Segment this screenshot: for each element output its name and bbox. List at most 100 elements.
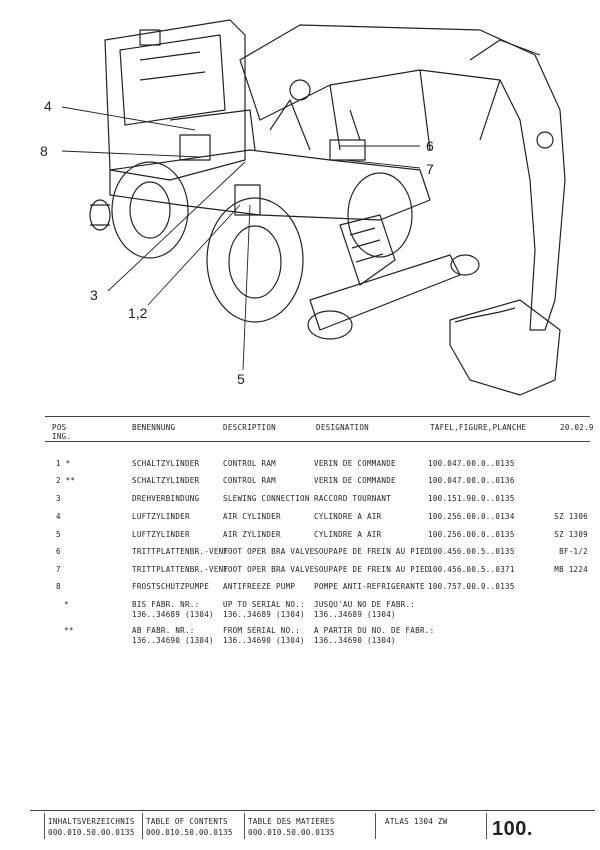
note-de-label: BIS FABR. NR.: [132, 600, 200, 609]
table-row: 1 * SCHALTZYLINDER CONTROL RAM VERIN DE … [0, 459, 600, 471]
toc-de: INHALTSVERZEICHNIS [48, 817, 135, 826]
row-pos: 4 [56, 512, 61, 521]
footer-divider [244, 813, 245, 839]
toc-en-ref: 000.010.50.00.0135 [146, 828, 233, 837]
callout-3: 3 [90, 287, 98, 303]
row-note: SZ 1309 [554, 530, 588, 539]
footer-rule [30, 810, 595, 811]
callout-8: 8 [40, 143, 48, 159]
boom-arm [239, 24, 566, 331]
row-description: FOOT OPER BRA VALVE [223, 565, 315, 574]
row-benennung: TRITTPLATTENBR.-VENT [132, 547, 229, 556]
note-en-label: UP TO SERIAL NO.: [223, 600, 305, 609]
header-designation: DESIGNATION [316, 423, 369, 432]
row-benennung: SCHALTZYLINDER [132, 476, 200, 485]
table-row: 7 TRITTPLATTENBR.-VENT FOOT OPER BRA VAL… [0, 565, 600, 577]
row-reference: 100.757.00.0..0135 [428, 582, 515, 591]
footer-divider [486, 813, 487, 839]
row-reference: 100.256.00.0..0135 [428, 530, 515, 539]
footer-divider [142, 813, 143, 839]
row-benennung: FROSTSCHUTZPUMPE [132, 582, 210, 591]
header-ing: ING. [52, 432, 72, 441]
toc-fr-ref: 000.010.50.00.0135 [248, 828, 335, 837]
row-description: AIR ZYLINDER [223, 530, 281, 539]
row-description: ANTIFREEZE PUMP [223, 582, 296, 591]
row-designation: CYLINDRE A AIR [314, 512, 382, 521]
table-row: 4 LUFTZYLINDER AIR CYLINDER CYLINDRE A A… [0, 512, 600, 524]
callout-5: 5 [237, 371, 245, 387]
row-pos: 8 [56, 582, 61, 591]
row-note: BF-1/2 [559, 547, 588, 556]
note-fr-serial: 136..34689 (1304) [314, 610, 396, 619]
chassis [109, 149, 431, 221]
row-pos: 2 ** [56, 476, 76, 485]
page-number: 100. [492, 818, 533, 840]
table-row: 6 TRITTPLATTENBR.-VENT FOOT OPER BRA VAL… [0, 547, 600, 559]
header-rule-bottom [45, 441, 590, 442]
row-reference: 100.256.00.0..0134 [428, 512, 515, 521]
serial-note-1: * BIS FABR. NR.: 136..34689 (1304) UP TO… [0, 600, 600, 622]
row-reference: 100.456.00.5..0371 [428, 565, 515, 574]
row-note: MB 1224 [554, 565, 588, 574]
excavator-illustration: 4 8 6 7 3 1,2 5 [40, 19, 566, 396]
row-designation: SOUPAPE DE FREIN AU PIED [314, 565, 430, 574]
row-benennung: LUFTZYLINDER [132, 512, 190, 521]
note-mark: * [64, 600, 69, 609]
row-reference: 100.047.00.0..0135 [428, 459, 515, 468]
toc-de-ref: 000.010.50.00.0135 [48, 828, 135, 837]
row-pos: 1 * [56, 459, 71, 468]
row-designation: CYLINDRE A AIR [314, 530, 382, 539]
toc-fr: TABLE DES MATIERES [248, 817, 335, 826]
row-description: SLEWING CONNECTION [223, 494, 310, 503]
row-benennung: LUFTZYLINDER [132, 530, 190, 539]
note-fr-label: JUSQU'AU NO DE FABR.: [314, 600, 416, 609]
axle [309, 254, 461, 331]
header-description: DESCRIPTION [223, 423, 276, 432]
table-header: POS ING. BENENNUNG DESCRIPTION DESIGNATI… [0, 421, 600, 443]
row-note: SZ 1306 [554, 512, 588, 521]
note-en-serial: 136..34690 (1304) [223, 636, 305, 645]
row-pos: 3 [56, 494, 61, 503]
header-date: 20.02.9 [560, 423, 594, 432]
header-rule-top [45, 416, 590, 417]
row-reference: 100.047.00.0..0136 [428, 476, 515, 485]
row-description: CONTROL RAM [223, 459, 276, 468]
note-fr-serial: 136..34690 (1304) [314, 636, 396, 645]
footer-divider [44, 813, 45, 839]
model-label: ATLAS 1304 ZW [385, 817, 448, 826]
row-designation: SOUPAPE DE FREIN AU PIED [314, 547, 430, 556]
table-row: 8 FROSTSCHUTZPUMPE ANTIFREEZE PUMP POMPE… [0, 582, 600, 594]
row-benennung: TRITTPLATTENBR.-VENT [132, 565, 229, 574]
header-pos: POS [52, 423, 67, 432]
table-row: 5 LUFTZYLINDER AIR ZYLINDER CYLINDRE A A… [0, 530, 600, 542]
note-fr-label: A PARTIR DU NO. DE FABR.: [314, 626, 435, 635]
header-benennung: BENENNUNG [132, 423, 176, 432]
bucket [449, 299, 561, 396]
callout-1-2: 1,2 [128, 305, 148, 321]
row-reference: 100.456.00.5..0135 [428, 547, 515, 556]
table-row: 2 ** SCHALTZYLINDER CONTROL RAM VERIN DE… [0, 476, 600, 488]
note-de-label: AB FABR. NR.: [132, 626, 195, 635]
header-tafel: TAFEL,FIGURE,PLANCHE [430, 423, 527, 432]
row-pos: 5 [56, 530, 61, 539]
serial-note-2: ** AB FABR. NR.: 136..34690 (1304) FROM … [0, 626, 600, 648]
row-designation: POMPE ANTI-REFRIGERANTE [314, 582, 425, 591]
row-designation: VERIN DE COMMANDE [314, 476, 396, 485]
row-description: AIR CYLINDER [223, 512, 281, 521]
toc-en: TABLE OF CONTENTS [146, 817, 228, 826]
callout-6: 6 [426, 138, 434, 154]
row-description: CONTROL RAM [223, 476, 276, 485]
row-benennung: SCHALTZYLINDER [132, 459, 200, 468]
row-benennung: DREHVERBINDUNG [132, 494, 200, 503]
row-pos: 6 [56, 547, 61, 556]
row-pos: 7 [56, 565, 61, 574]
note-en-label: FROM SERIAL NO.: [223, 626, 301, 635]
row-description: FOOT OPER BRA VALVE [223, 547, 315, 556]
callout-7: 7 [426, 161, 434, 177]
note-en-serial: 136..34689 (1304) [223, 610, 305, 619]
note-de-serial: 136..34690 (1304) [132, 636, 214, 645]
table-row: 3 DREHVERBINDUNG SLEWING CONNECTION RACC… [0, 494, 600, 506]
footer-divider [375, 813, 376, 839]
row-reference: 100.151.90.0..0135 [428, 494, 515, 503]
note-mark: ** [64, 626, 74, 635]
